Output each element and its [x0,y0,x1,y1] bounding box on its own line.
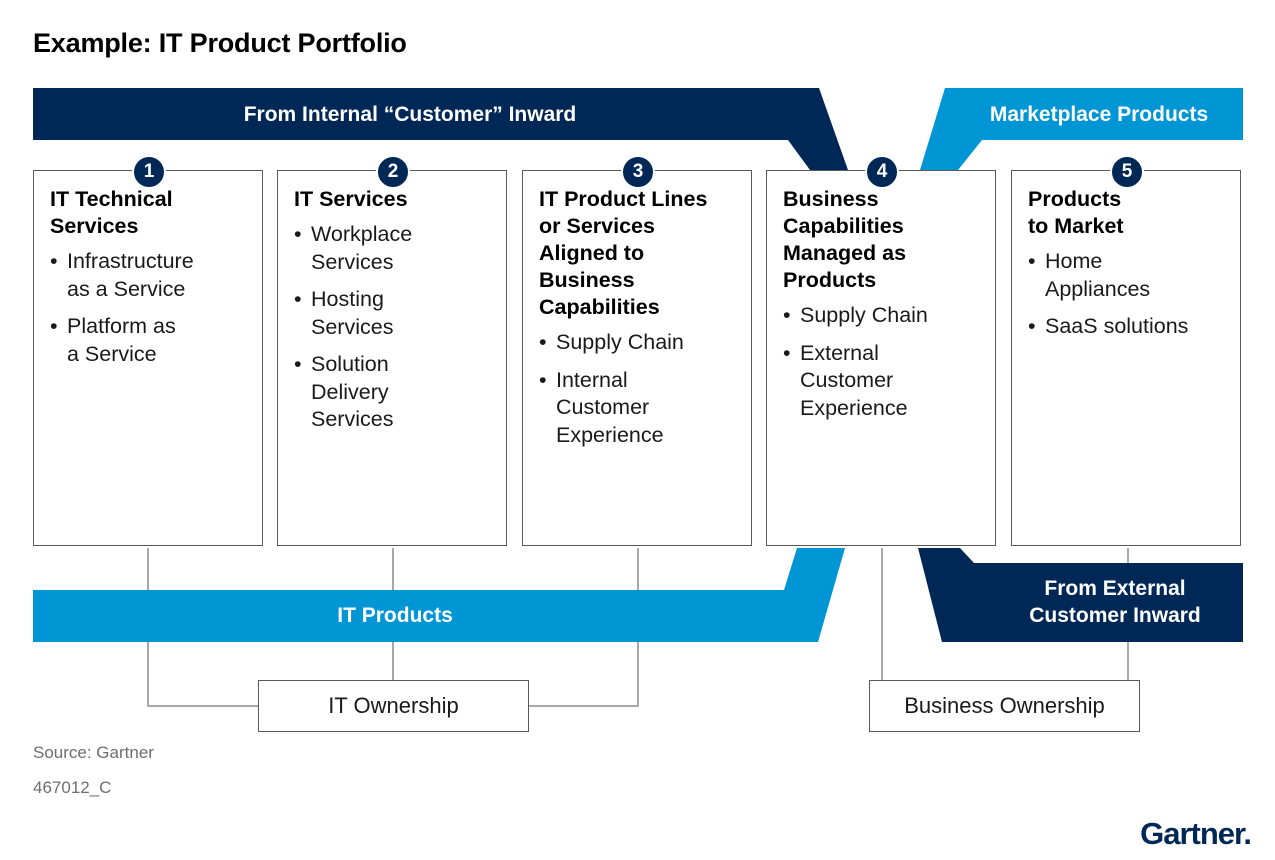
step-number-badge: 5 [1110,155,1144,189]
card-item-list: Workplace Services Hosting Services Solu… [294,221,496,434]
list-item: Infrastructure as a Service [50,248,252,303]
list-item: External Customer Experience [783,340,985,423]
list-item: Solution Delivery Services [294,351,496,434]
step-number-badge: 2 [376,155,410,189]
it-products-band-shape [33,548,845,642]
card-title: IT Services [294,187,408,211]
list-item: Workplace Services [294,221,496,276]
business-ownership-box: Business Ownership [869,680,1140,732]
it-ownership-box: IT Ownership [258,680,529,732]
card-title: IT Technical Services [50,187,173,238]
page-title: Example: IT Product Portfolio [33,28,407,58]
step-number-badge: 3 [621,155,655,189]
list-item: Home Appliances [1028,248,1230,303]
card-item-list: Home Appliances SaaS solutions [1028,248,1230,341]
column-card-2: 2 IT Services Workplace Services Hosting… [277,155,507,546]
step-number-badge: 1 [132,155,166,189]
list-item: Supply Chain [783,302,985,330]
list-item: Internal Customer Experience [539,367,741,450]
column-card-5: 5 Products to Market Home Appliances Saa… [1011,155,1241,546]
band-label-external: From External Customer Inward [1029,577,1201,627]
card-title: Business Capabilities Managed as Product… [783,187,907,292]
internal-band-shape [33,88,848,170]
column-card-1: 1 IT Technical Services Infrastructure a… [33,155,263,546]
figure-code: 467012_C [33,778,112,797]
list-item: SaaS solutions [1028,313,1230,341]
list-item: Hosting Services [294,286,496,341]
source-note: Source: Gartner [33,743,154,762]
card-item-list: Infrastructure as a Service Platform as … [50,248,252,368]
card-title: IT Product Lines or Services Aligned to … [539,187,708,319]
band-label-it-products: IT Products [337,604,453,627]
column-card-4: 4 Business Capabilities Managed as Produ… [766,155,996,546]
column-card-3: 3 IT Product Lines or Services Aligned t… [522,155,752,546]
band-label-internal: From Internal “Customer” Inward [243,103,577,126]
card-item-list: Supply Chain External Customer Experienc… [783,302,985,422]
step-number-badge: 4 [865,155,899,189]
marketplace-band-shape [920,88,1243,170]
card-title: Products to Market [1028,187,1124,238]
external-band-shape [918,548,1243,642]
band-label-marketplace: Marketplace Products [989,103,1209,126]
list-item: Platform as a Service [50,313,252,368]
gartner-logo: Gartner. [1140,816,1252,851]
card-item-list: Supply Chain Internal Customer Experienc… [539,329,741,449]
list-item: Supply Chain [539,329,741,357]
